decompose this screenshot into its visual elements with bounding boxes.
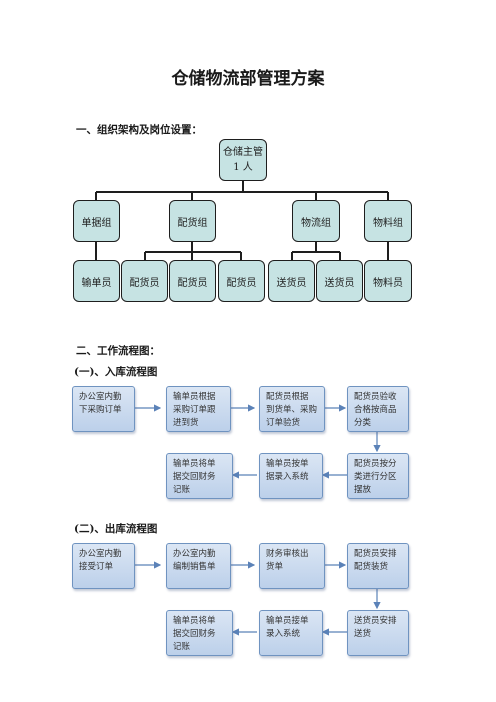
document-title: 仓储物流部管理方案 bbox=[171, 69, 325, 89]
outbound-step-pick-and-load: 配货员安排 配货装货 bbox=[347, 543, 409, 589]
outbound-step-enter-system: 输单员接单 录入系统 bbox=[259, 610, 323, 656]
org-staff-picker-3: 配货员 bbox=[218, 260, 265, 302]
org-staff-materials-clerk: 物料员 bbox=[364, 260, 412, 302]
inbound-step-purchase-order: 办公室内勤 下采购订单 bbox=[72, 386, 135, 432]
inbound-flow-heading: (一)、入库流程图 bbox=[74, 366, 158, 378]
outbound-step-receive-order: 办公室内勤 接受订单 bbox=[72, 543, 135, 589]
inbound-step-zone-placement: 配货员按分 类进行分区 摆放 bbox=[347, 453, 409, 499]
inbound-step-enter-system: 输单员按单 据录入系统 bbox=[259, 453, 323, 499]
org-staff-order-clerk: 输单员 bbox=[73, 260, 120, 302]
inbound-step-classify: 配货员验收 合格按商品 分类 bbox=[347, 386, 409, 432]
outbound-step-delivery: 送货员安排 送货 bbox=[347, 610, 409, 656]
org-group-materials: 物料组 bbox=[364, 200, 412, 242]
org-group-documents: 单据组 bbox=[73, 200, 120, 242]
org-staff-courier-2: 送货员 bbox=[316, 260, 363, 302]
org-staff-courier-1: 送货员 bbox=[268, 260, 315, 302]
inbound-step-return-to-finance: 输单员将单 据交回财务 记账 bbox=[166, 453, 233, 499]
section-flow-heading: 二、工作流程图： bbox=[76, 345, 160, 357]
outbound-flow-heading: (二)、出库流程图 bbox=[74, 523, 158, 535]
org-group-distribution: 配货组 bbox=[169, 200, 216, 242]
outbound-step-finance-review: 财务审核出 货单 bbox=[259, 543, 325, 589]
section-org-heading: 一、组织架构及岗位设置： bbox=[76, 124, 202, 136]
inbound-step-track-arrival: 输单员根据 采购订单跟 进到货 bbox=[166, 386, 231, 432]
org-group-logistics: 物流组 bbox=[292, 200, 340, 242]
org-box-title: 仓储主管 bbox=[223, 147, 263, 158]
outbound-step-return-to-finance: 输单员将单 据交回财务 记账 bbox=[166, 610, 233, 656]
outbound-step-sales-slip: 办公室内勤 编制销售单 bbox=[166, 543, 231, 589]
org-staff-picker-1: 配货员 bbox=[121, 260, 168, 302]
org-box-headcount: 1 人 bbox=[233, 162, 253, 173]
org-box-warehouse-supervisor: 仓储主管 1 人 bbox=[219, 139, 267, 181]
org-staff-picker-2: 配货员 bbox=[169, 260, 216, 302]
inbound-step-inspect-goods: 配货员根据 到货单、采购 订单验货 bbox=[259, 386, 325, 432]
